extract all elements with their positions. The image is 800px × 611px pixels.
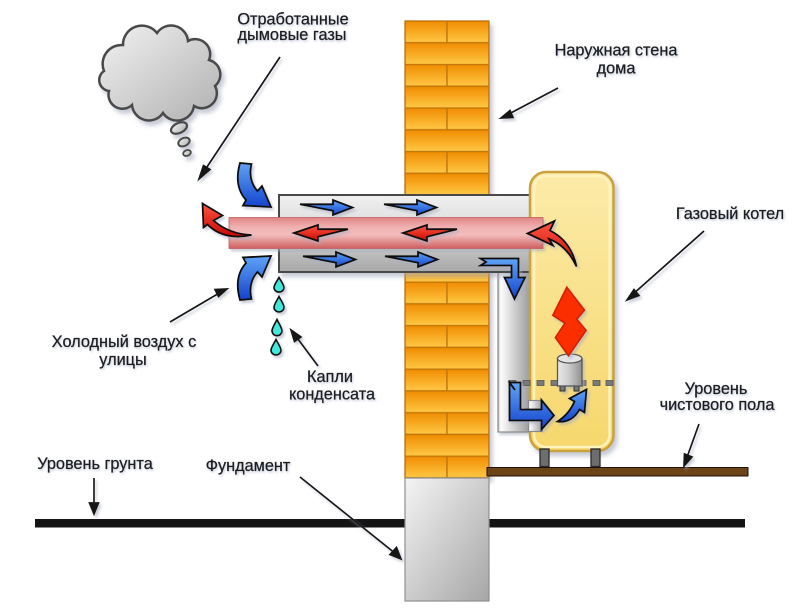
svg-text:Холодный воздух с: Холодный воздух с [52,333,196,351]
svg-text:конденсата: конденсата [289,386,376,404]
svg-text:Отработанные: Отработанные [237,11,348,29]
svg-text:Уровень: Уровень [685,380,748,398]
svg-text:Наружная стена: Наружная стена [555,42,679,60]
svg-text:дома: дома [597,60,637,78]
svg-text:Фундамент: Фундамент [206,457,291,475]
svg-text:улицы: улицы [99,351,146,369]
svg-text:Уровень грунта: Уровень грунта [37,455,153,473]
svg-text:чистового пола: чистового пола [660,396,776,414]
svg-text:дымовые газы: дымовые газы [238,26,347,44]
svg-text:Капли: Капли [307,368,353,386]
svg-text:Газовый котел: Газовый котел [676,205,784,223]
